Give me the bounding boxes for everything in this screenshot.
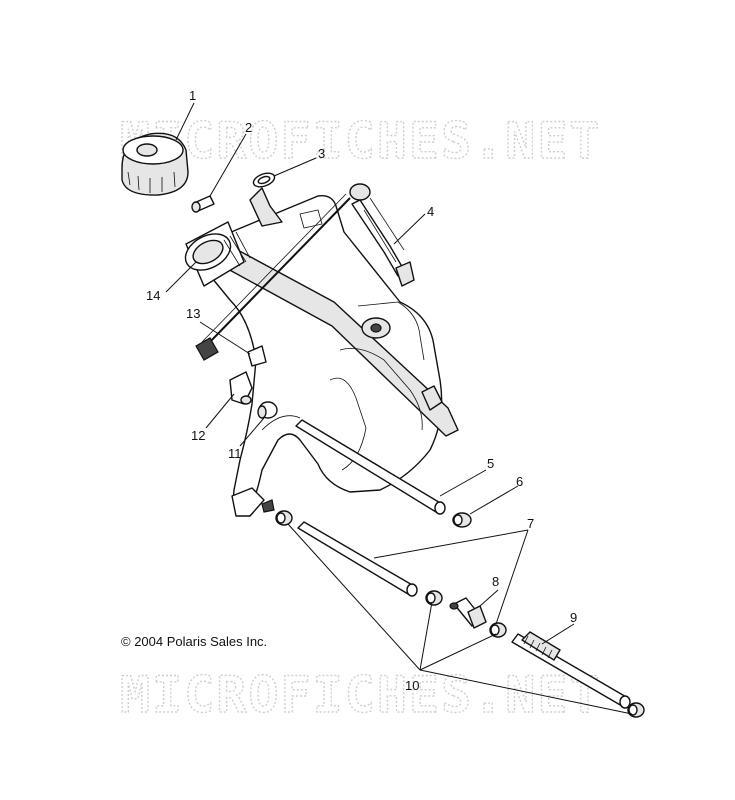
part-clamps-10 <box>275 510 645 718</box>
watermark-top: MICROFICHES.NET <box>120 112 602 170</box>
part-hose-9 <box>511 631 631 709</box>
part-gas-cap <box>121 132 189 196</box>
callout-12: 12 <box>191 428 205 443</box>
callout-8: 8 <box>492 574 499 589</box>
part-sender-lead <box>195 193 351 367</box>
part-reservoir-tank <box>205 187 459 517</box>
callout-6: 6 <box>516 474 523 489</box>
part-elbow-fitting <box>229 371 253 405</box>
callout-11: 11 <box>228 446 242 461</box>
part-filter <box>449 597 487 629</box>
callout-10: 10 <box>405 678 419 693</box>
callout-9: 9 <box>570 610 577 625</box>
callout-5: 5 <box>487 456 494 471</box>
leader-lines <box>165 102 633 715</box>
callout-13: 13 <box>186 306 200 321</box>
part-clamp-6 <box>452 512 472 528</box>
callout-7: 7 <box>527 516 534 531</box>
part-filler-neck <box>184 221 251 287</box>
callout-2: 2 <box>245 120 252 135</box>
part-hose-5 <box>295 419 446 515</box>
callout-4: 4 <box>427 204 434 219</box>
part-vent-rod <box>349 183 415 287</box>
part-hose-7 <box>297 521 418 597</box>
copyright-notice: © 2004 Polaris Sales Inc. <box>121 634 267 649</box>
callout-14: 14 <box>146 288 160 303</box>
part-pin <box>191 195 215 213</box>
callout-3: 3 <box>318 146 325 161</box>
callout-1: 1 <box>189 88 196 103</box>
watermark-bottom: MICROFICHES.NET <box>120 666 602 724</box>
part-washer <box>252 172 276 188</box>
part-grommet <box>257 401 278 419</box>
